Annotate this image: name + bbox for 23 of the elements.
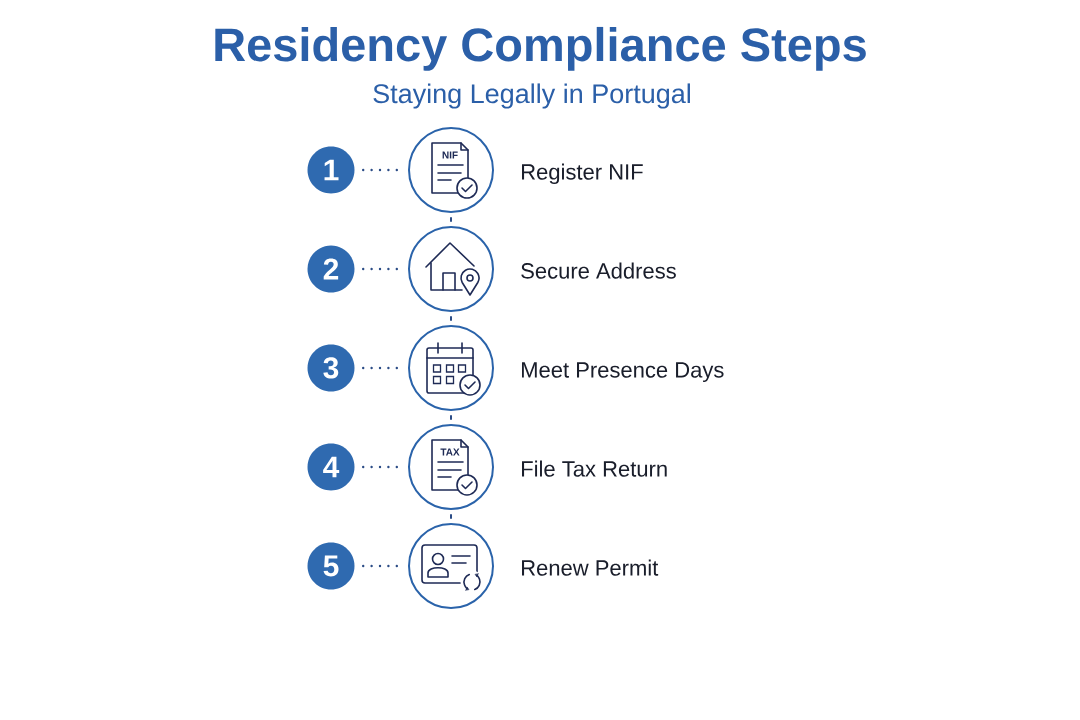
title: Residency Compliance Steps xyxy=(215,26,866,71)
subtitle: Staying Legally in Portugal xyxy=(373,83,690,109)
connector-line xyxy=(450,316,452,321)
icon-text: TAX xyxy=(440,448,460,456)
dotted-line xyxy=(362,267,399,271)
number-badge: 2 xyxy=(307,245,355,293)
connector-line xyxy=(450,514,452,519)
step-label: Register NIF xyxy=(522,163,643,185)
step-label: File Tax Return xyxy=(522,460,667,477)
dotted-line xyxy=(362,168,399,172)
connector-line xyxy=(450,415,452,420)
step-label: Meet Presence Days xyxy=(522,362,724,383)
number-badge: 5 xyxy=(307,542,355,590)
dotted-line xyxy=(362,465,399,469)
connector-line xyxy=(450,217,452,222)
dotted-line xyxy=(362,366,399,370)
step-label: Renew Permit xyxy=(522,559,659,576)
number-badge: 1 xyxy=(307,146,355,194)
step-label: Secure Address xyxy=(521,262,676,279)
icon-text: NIF xyxy=(442,151,458,159)
number-badge: 4 xyxy=(307,443,355,491)
number-badge: 3 xyxy=(307,344,355,392)
dotted-line xyxy=(362,564,399,568)
